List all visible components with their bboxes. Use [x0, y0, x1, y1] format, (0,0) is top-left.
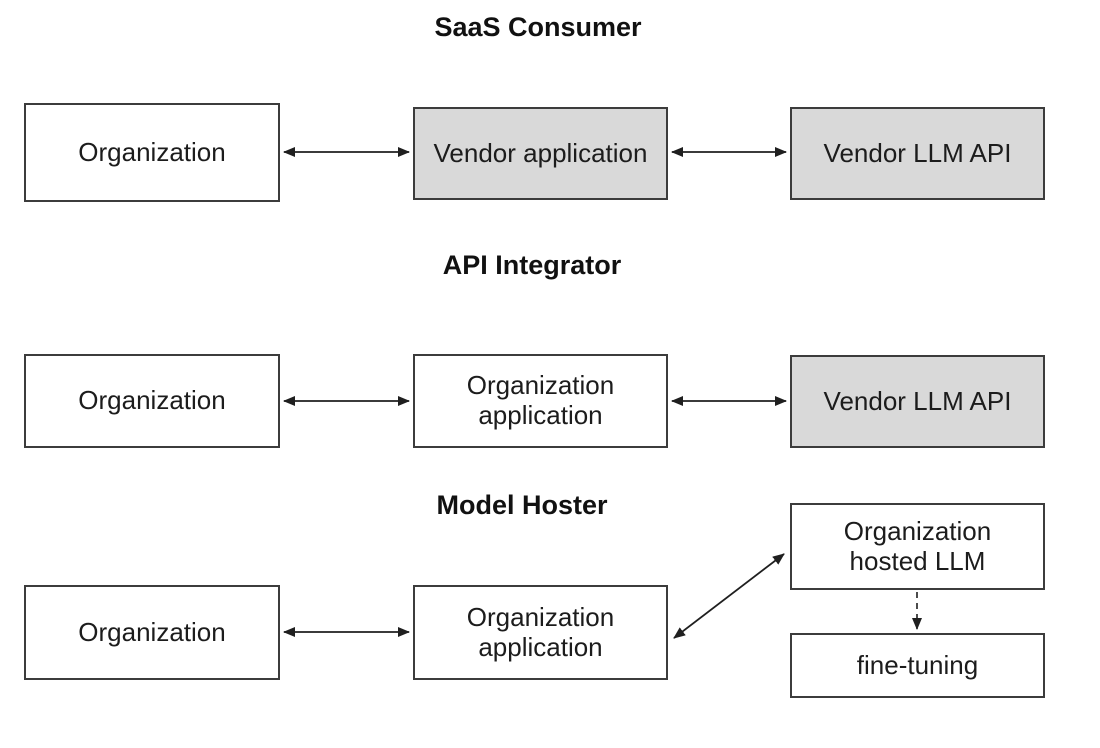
node-label-organization-hoster: Organization: [78, 616, 226, 647]
node-organization-hosted-llm: Organization hosted LLM: [790, 503, 1045, 590]
node-organization-application-api: Organization application: [413, 354, 668, 448]
node-vendor-llm-api-integrator: Vendor LLM API: [790, 355, 1045, 448]
section-title-saas-consumer: SaaS Consumer: [434, 12, 642, 42]
arrow-org-application-to-hosted-llm-diagonal: [673, 553, 785, 639]
node-organization-api: Organization: [24, 354, 280, 448]
node-organization-hoster: Organization: [24, 585, 280, 680]
node-label-fine-tuning: fine-tuning: [856, 649, 979, 680]
node-vendor-application: Vendor application: [413, 107, 668, 200]
section-title-api-integrator: API Integrator: [442, 250, 622, 280]
section-title-model-hoster: Model Hoster: [436, 490, 608, 520]
node-label-organization-hosted-llm: Organization hosted LLM: [843, 515, 992, 576]
node-label-organization-saas: Organization: [78, 136, 226, 167]
node-organization-saas: Organization: [24, 103, 280, 202]
node-label-organization-application-hoster: Organization application: [466, 601, 615, 662]
node-label-organization-api: Organization: [78, 385, 226, 416]
node-label-vendor-llm-api-integrator: Vendor LLM API: [823, 385, 1012, 416]
node-label-vendor-application: Vendor application: [433, 137, 648, 168]
node-organization-application-hoster: Organization application: [413, 585, 668, 680]
node-fine-tuning: fine-tuning: [790, 633, 1045, 698]
node-label-organization-application-api: Organization application: [466, 370, 615, 430]
node-vendor-llm-api-saas: Vendor LLM API: [790, 107, 1045, 200]
node-label-vendor-llm-api-saas: Vendor LLM API: [823, 137, 1012, 168]
